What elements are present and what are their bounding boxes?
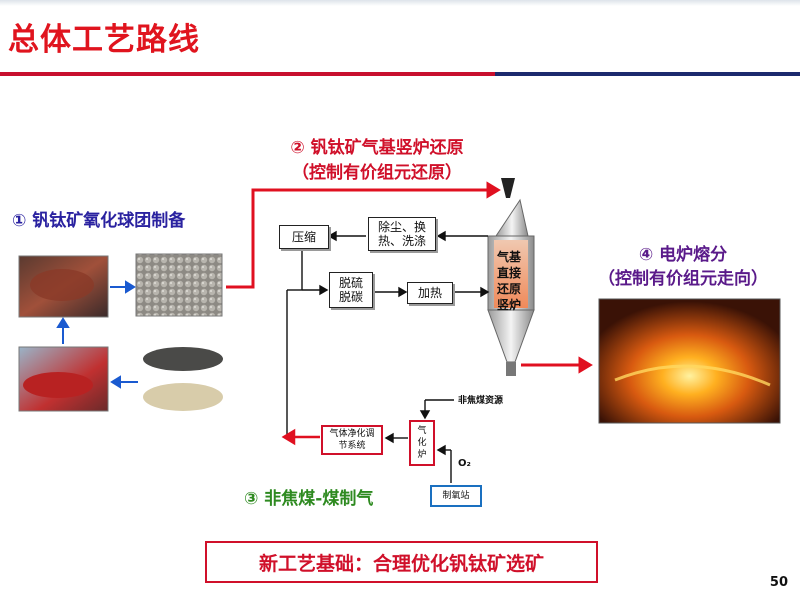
pelletizing-disc-photo [18, 346, 109, 412]
title-rule-navy [495, 72, 800, 76]
dark-ore-powder-photo [140, 342, 226, 374]
heat-box: 加热 [407, 282, 453, 304]
step4-label-line1: ④ 电炉熔分 [638, 245, 728, 265]
pellets-photo [135, 253, 223, 317]
step2-label-line1: ② 钒钛矿气基竖炉还原 [290, 138, 464, 158]
rotary-kiln-photo [18, 255, 109, 318]
coal-source-label: 非焦煤资源 [458, 396, 504, 406]
header-shadow [0, 0, 800, 6]
step2-label-line2: （控制有价组元还原） [292, 163, 462, 183]
step4-label-line2: （控制有价组元走向） [598, 269, 768, 289]
compress-box: 压缩 [279, 225, 329, 249]
furnace-to-eaf-arrow [521, 356, 593, 374]
pellet-flow-arrows [56, 280, 138, 389]
page-number: 50 [769, 575, 788, 590]
basis-callout: 新工艺基础：合理优化钒钛矿选矿 [205, 541, 598, 583]
dedust-box: 除尘、换热、洗涤 [368, 217, 436, 251]
furnace-label: 气基 直接 还原 竖炉 [496, 250, 521, 312]
electric-furnace-photo [598, 298, 781, 424]
pellet-to-furnace-arrow [226, 181, 501, 289]
clean-gas-return-arrow [281, 428, 320, 446]
step1-label: ① 钒钛矿氧化球团制备 [12, 211, 186, 231]
shaft-furnace [487, 178, 535, 376]
o2-label: O₂ [458, 458, 471, 469]
light-powder-photo [140, 378, 226, 414]
slide-title: 总体工艺路线 [8, 22, 200, 58]
gas-clean-box: 气体净化调节系统 [321, 425, 383, 455]
title-rule-red [0, 72, 495, 76]
oxygen-station-box: 制氧站 [430, 485, 482, 507]
desulfur-box: 脱硫脱碳 [329, 272, 373, 308]
step3-label: ③ 非焦煤-煤制气 [244, 489, 374, 509]
gasifier-box: 气化炉 [409, 420, 435, 466]
gas-loop-connectors [286, 230, 490, 483]
